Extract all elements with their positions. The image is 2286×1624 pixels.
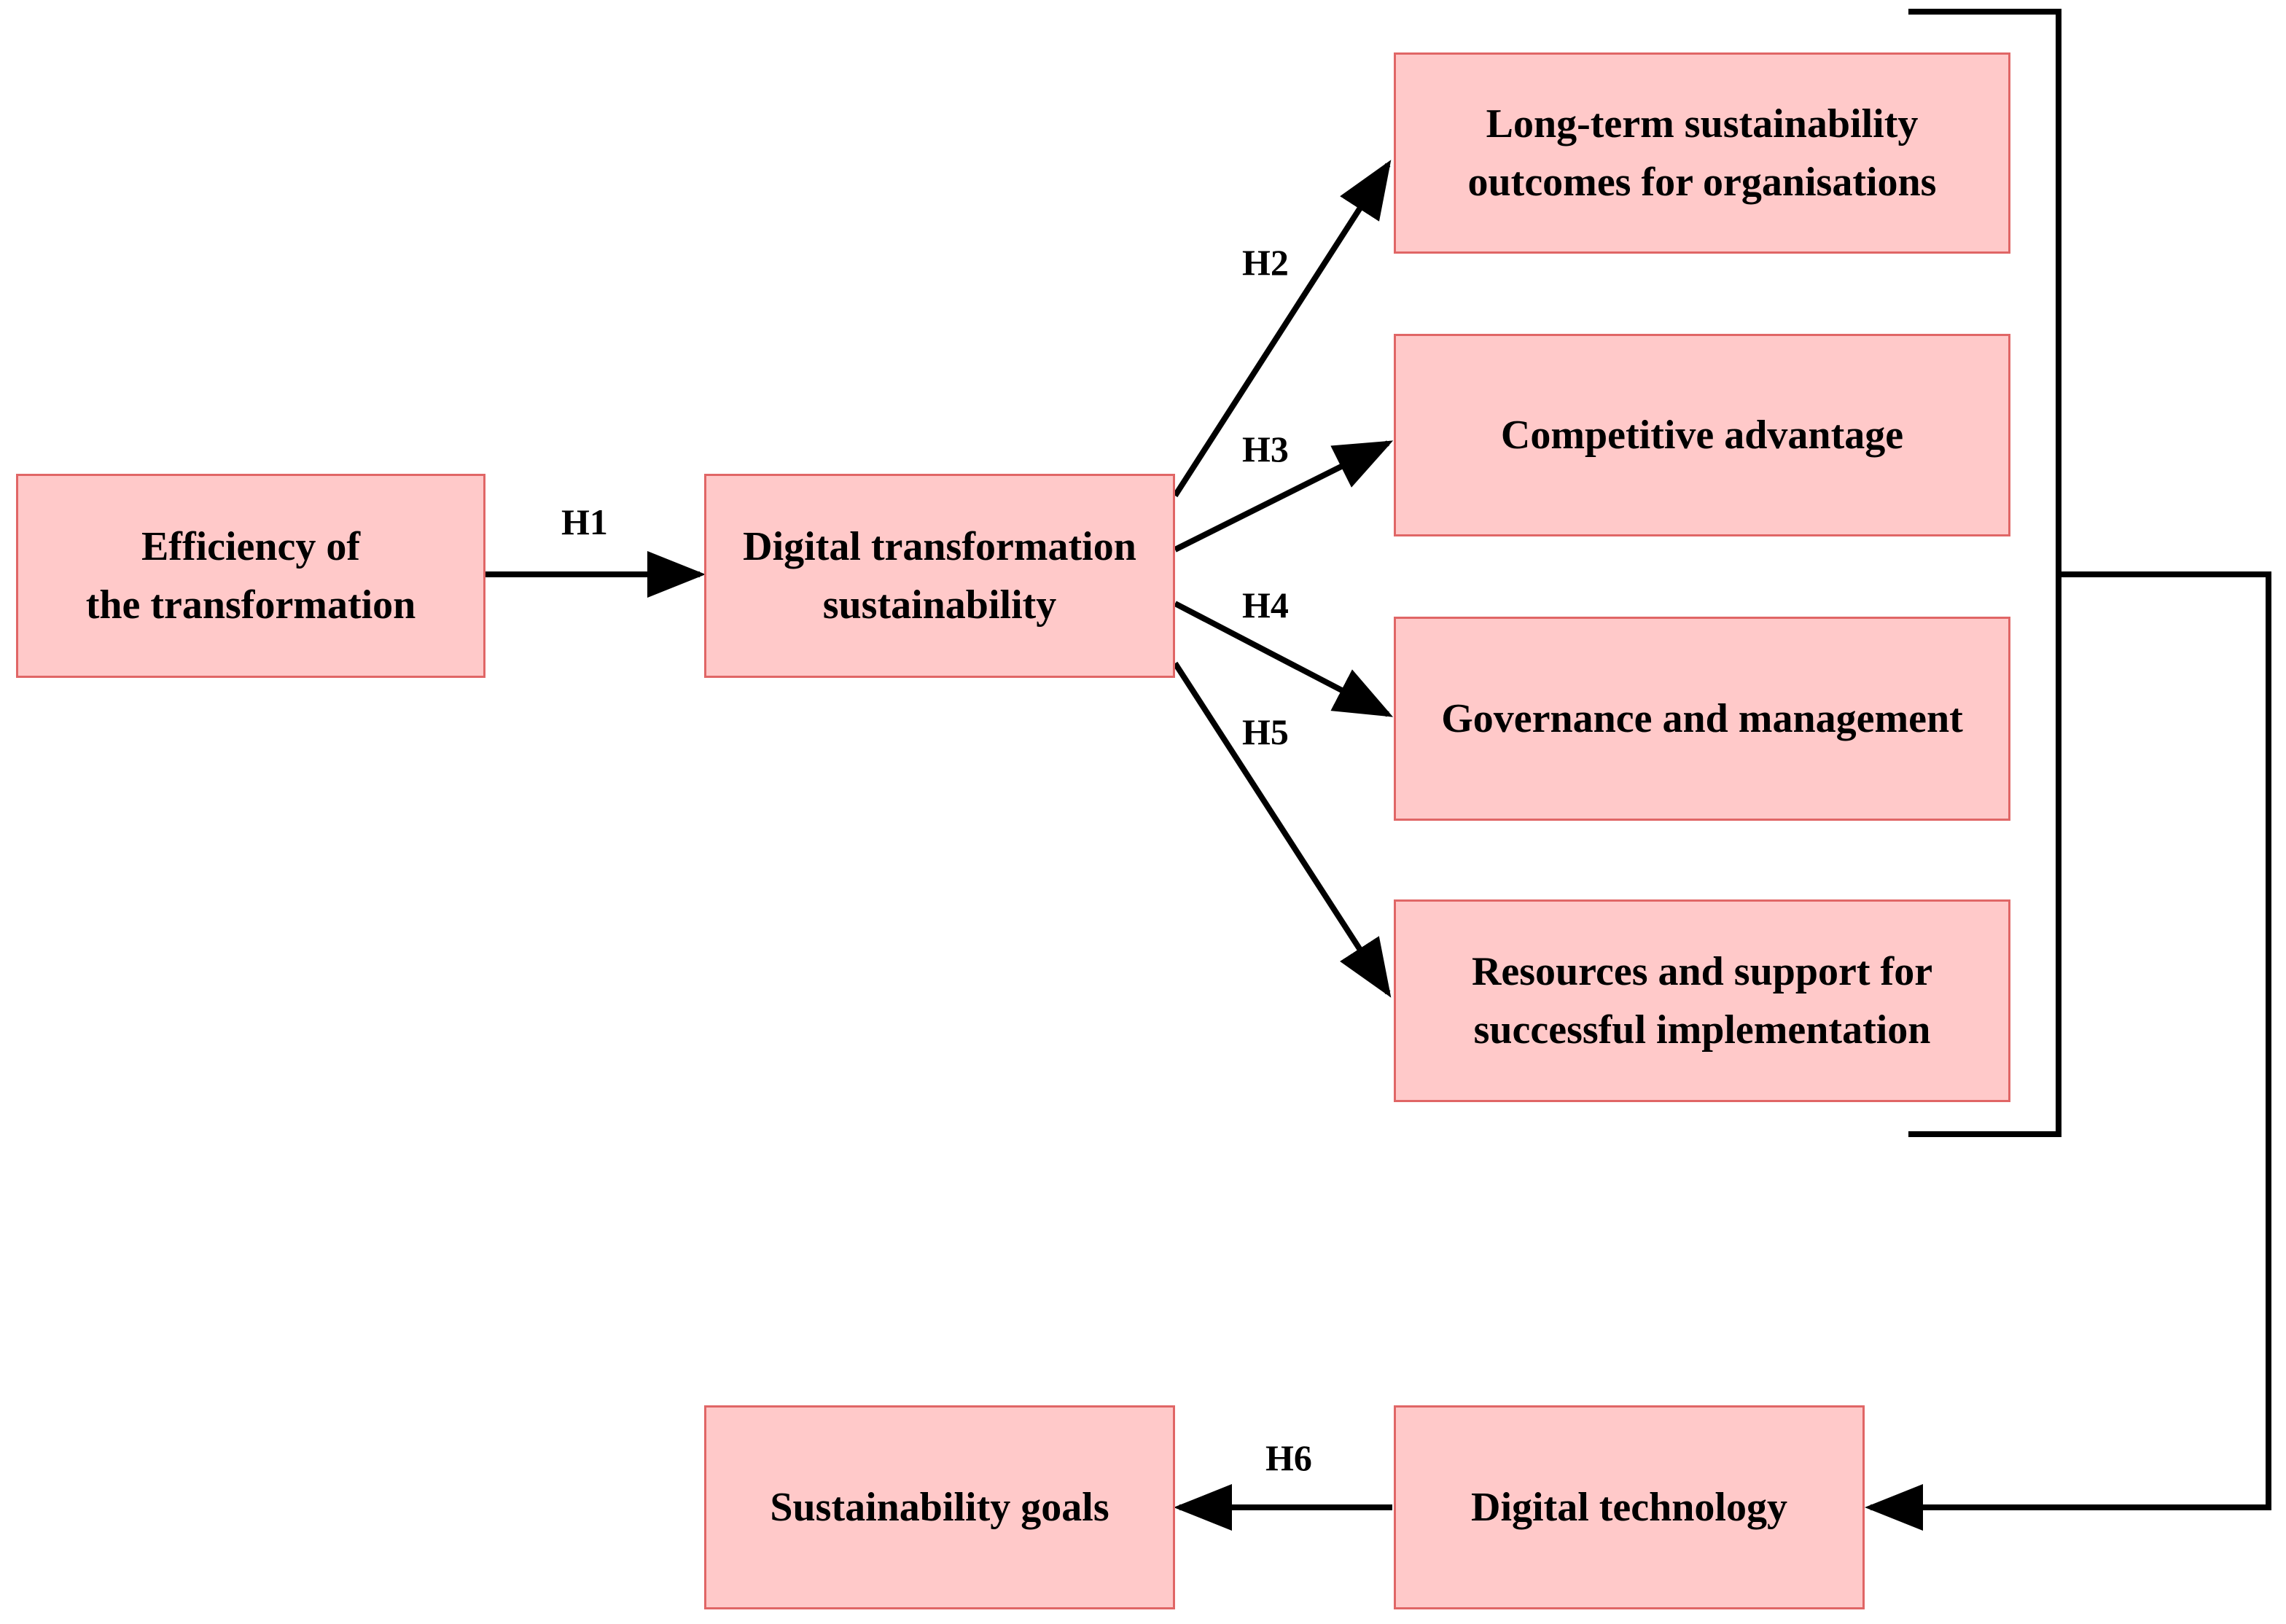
node-competitive-advantage: Competitive advantage (1394, 334, 2010, 536)
node-long-term-sustainability-outcomes: Long-term sustainability outcomes for or… (1394, 52, 2010, 254)
node-resources-and-support: Resources and support for successful imp… (1394, 899, 2010, 1102)
node-digital-transformation-sustainability: Digital transformation sustainability (704, 474, 1175, 678)
hypothesis-label-h6: H6 (1265, 1437, 1312, 1478)
arrow-h5 (1172, 661, 1392, 998)
hypothesis-label-h5: H5 (1242, 711, 1289, 752)
hypothesis-label-h2: H2 (1242, 242, 1289, 283)
arrow-h4 (1174, 601, 1394, 717)
node-efficiency-of-transformation: Efficiency of the transformation (16, 474, 485, 678)
node-governance-and-management: Governance and management (1394, 617, 2010, 821)
node-sustainability-goals: Sustainability goals (704, 1405, 1175, 1609)
hypothesis-label-h1: H1 (561, 501, 608, 542)
arrow-h3 (1174, 440, 1394, 553)
node-digital-technology: Digital technology (1394, 1405, 1865, 1609)
hypothesis-label-h3: H3 (1242, 429, 1289, 469)
arrow-group-to-digital-technology (1865, 571, 2271, 1531)
hypothesis-label-h4: H4 (1242, 585, 1289, 625)
arrow-h2 (1172, 160, 1392, 498)
